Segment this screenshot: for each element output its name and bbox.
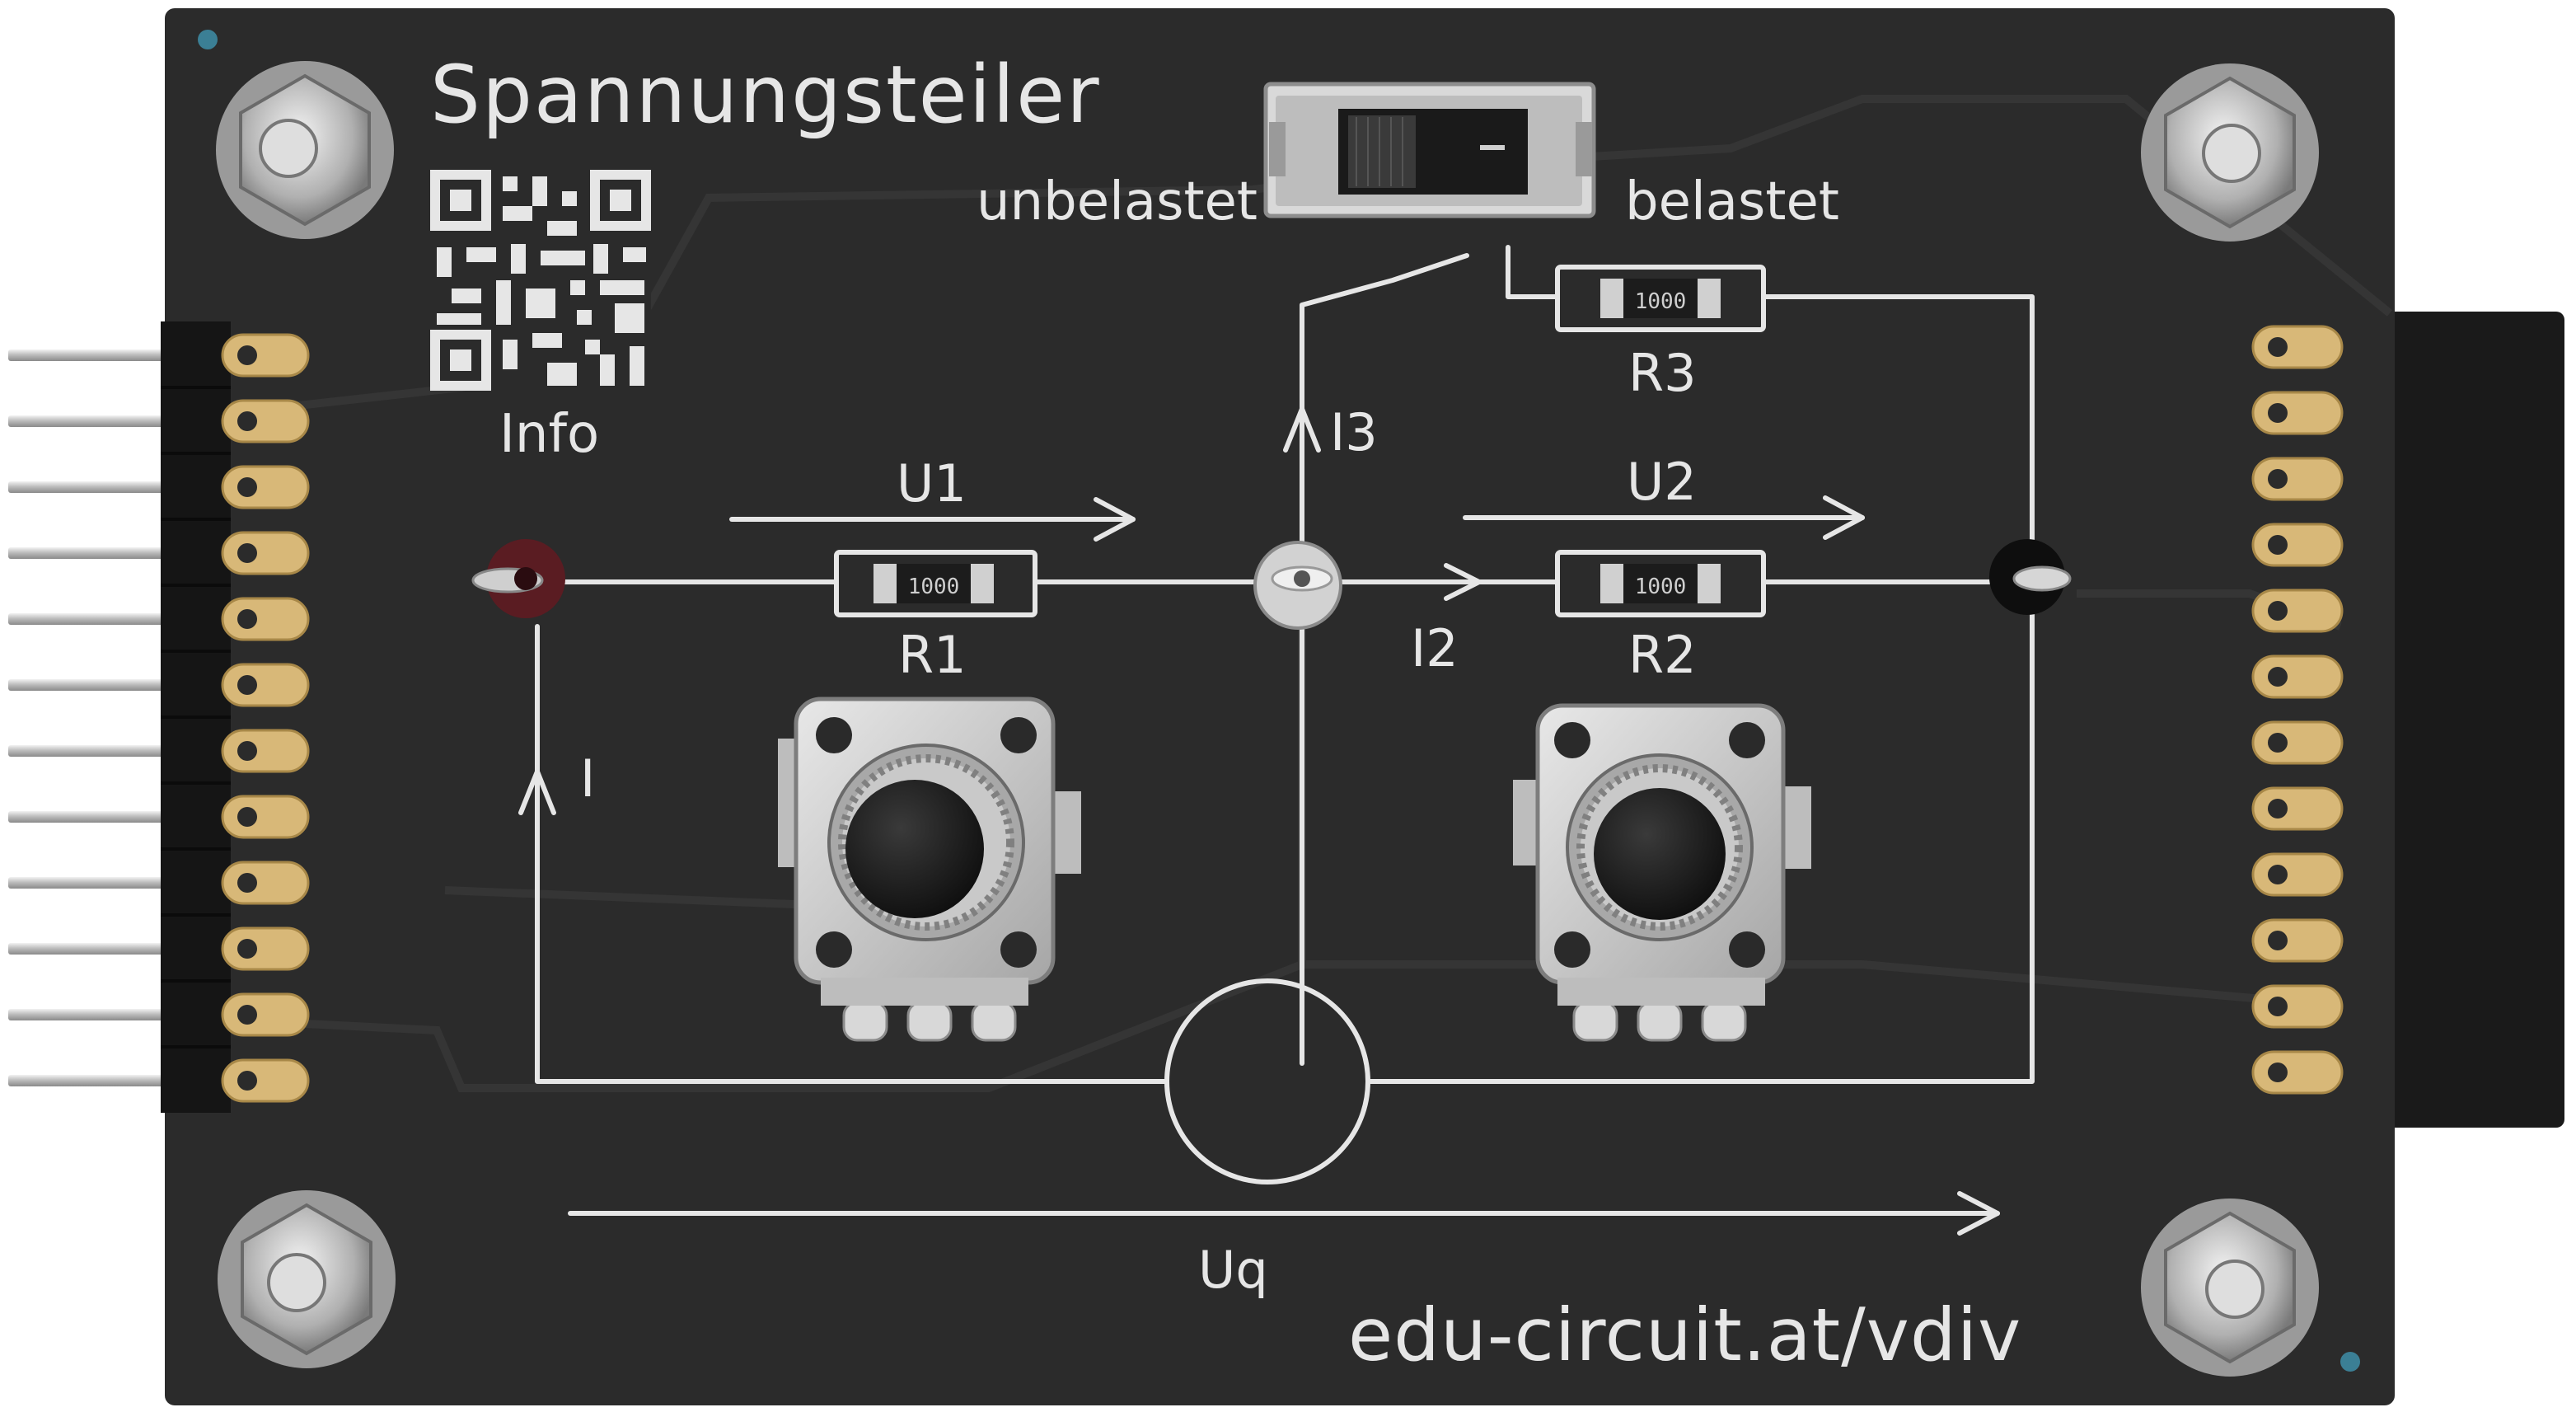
potentiometer-left[interactable] [778, 697, 1081, 1042]
label-i: I [580, 748, 595, 809]
resistor-marking: 1000 [908, 575, 960, 599]
board-title: Spannungsteiler [430, 49, 1101, 141]
left-solder-pads [221, 333, 310, 1103]
board-url: edu-circuit.at/vdiv [1348, 1292, 2021, 1377]
left-header-pins [8, 349, 165, 1086]
pcb-board [165, 8, 2395, 1405]
mounting-screw-bottom-right [2141, 1199, 2319, 1377]
right-socket-header [2340, 312, 2564, 1128]
label-r3: R3 [1628, 343, 1697, 403]
terminal-middle[interactable] [1253, 541, 1342, 630]
fiducial-bottom-right [2340, 1352, 2360, 1372]
resistor-r3: 1000 [1600, 279, 1721, 318]
switch-label-unbelastet: unbelastet [977, 171, 1258, 232]
resistor-r2: 1000 [1600, 564, 1721, 603]
mounting-screw-bottom-left [218, 1190, 396, 1368]
qr-code [430, 170, 651, 391]
circuit-schematic [518, 245, 2035, 1236]
switch-actuator[interactable] [1348, 115, 1416, 188]
mounting-screw-top-right [2141, 63, 2319, 242]
right-solder-pads [2251, 325, 2344, 1095]
label-u1: U1 [897, 453, 967, 514]
resistor-marking: 1000 [1635, 289, 1687, 314]
label-uq: Uq [1198, 1240, 1268, 1300]
resistor-marking: 1000 [1635, 575, 1687, 599]
mounting-screw-top-left [216, 61, 394, 239]
qr-caption: Info [499, 404, 599, 465]
label-u2: U2 [1627, 452, 1697, 512]
potentiometer-right[interactable] [1513, 703, 1811, 1042]
label-r2: R2 [1628, 625, 1697, 685]
resistor-r1: 1000 [873, 564, 994, 603]
terminal-red[interactable] [471, 539, 565, 618]
terminal-black[interactable] [1989, 539, 2072, 615]
label-i3: I3 [1330, 402, 1378, 462]
slide-switch[interactable] [1263, 82, 1596, 218]
fiducial-top-left [198, 30, 218, 49]
label-i2: I2 [1411, 618, 1459, 678]
label-r1: R1 [898, 625, 967, 685]
switch-label-belastet: belastet [1625, 171, 1839, 232]
